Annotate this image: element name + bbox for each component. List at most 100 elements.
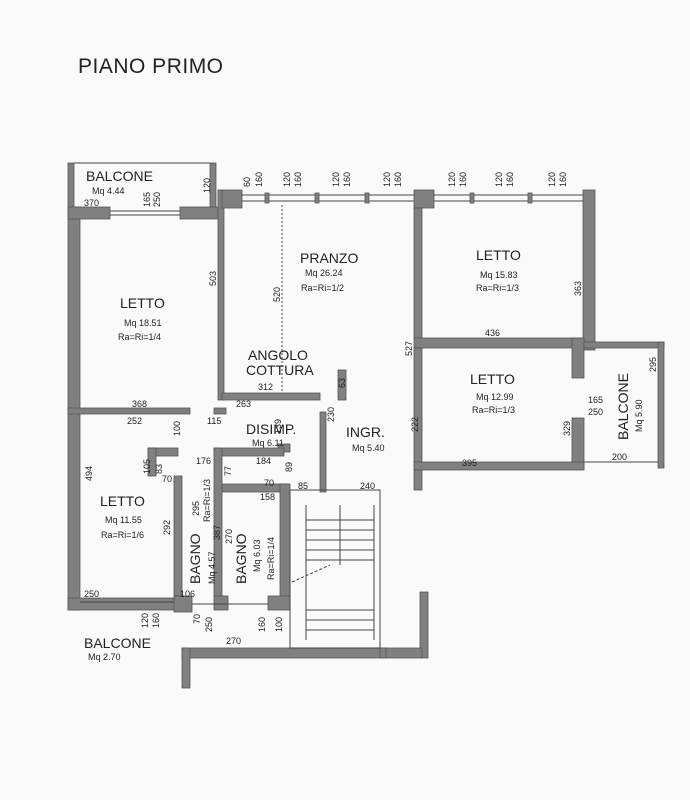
letto-1-name: LETTO	[120, 295, 165, 311]
dim-263: 263	[236, 399, 251, 409]
dim-527: 527	[404, 341, 414, 356]
wall-letto2-letto3	[413, 337, 585, 349]
dim-120c: 120	[331, 172, 341, 187]
dim-240: 240	[360, 481, 375, 491]
bagno-2-area: Mq 6.03	[252, 539, 262, 572]
dim-370: 370	[84, 198, 99, 208]
dim-292: 292	[162, 520, 172, 535]
dim-230: 230	[326, 407, 336, 422]
letto-2-ratio: Ra=Ri=1/3	[476, 283, 519, 293]
dim-250c: 250	[84, 589, 99, 599]
dim-368: 368	[132, 399, 147, 409]
dim-395: 395	[462, 458, 477, 468]
wall-top-4	[413, 189, 435, 209]
letto-4-area: Mq 11.55	[105, 515, 142, 525]
wall-letto3-right-top	[571, 337, 585, 379]
wall-right-bottom	[419, 591, 429, 659]
dim-363: 363	[573, 281, 583, 296]
dim-158: 158	[260, 492, 275, 502]
dim-520: 520	[272, 287, 282, 302]
wall-right-letto2	[582, 189, 596, 351]
letto-4-ratio: Ra=Ri=1/6	[101, 530, 144, 540]
dim-115: 115	[207, 416, 221, 426]
wall-right-lower	[413, 469, 423, 491]
dim-160h: 160	[151, 613, 161, 628]
pranzo-ratio: Ra=Ri=1/2	[301, 283, 344, 293]
bagno-2-name: BAGNO	[233, 533, 249, 584]
dim-70a: 70	[264, 478, 274, 488]
dim-436: 436	[485, 328, 500, 338]
dim-160f: 160	[505, 172, 515, 187]
wall-letto1-letto4	[67, 407, 191, 415]
bagno-2-ratio: Ra=Ri=1/4	[266, 537, 276, 580]
dim-160c: 160	[342, 172, 352, 187]
letto-3-name: LETTO	[470, 371, 515, 387]
mullion-3	[364, 192, 370, 204]
wall-bagno-left-1	[147, 447, 157, 477]
balcone-sw-area: Mq 2.70	[88, 652, 121, 662]
balcone-e-name: BALCONE	[615, 373, 631, 440]
dim-120f: 120	[494, 172, 504, 187]
dim-295: 295	[648, 357, 658, 372]
dim-250a: 250	[152, 192, 162, 207]
wall-letto3-right-bottom	[571, 417, 585, 469]
dim-503: 503	[208, 271, 218, 286]
wall-top-1	[67, 206, 111, 220]
dim-89: 89	[284, 462, 294, 472]
mullion-2	[314, 192, 320, 204]
letto-3-ratio: Ra=Ri=1/3	[472, 405, 515, 415]
dim-160a: 160	[254, 172, 264, 187]
wall-cucina-bottom	[221, 392, 321, 401]
dim-106: 106	[180, 589, 195, 599]
dimension-labels: 370 165 250 120 60 160 120 160 120 160 1…	[84, 172, 658, 646]
dim-329: 329	[562, 421, 572, 436]
dim-184: 184	[256, 456, 271, 466]
wall-balcony-e-right	[657, 341, 665, 469]
mullion-5	[527, 192, 533, 204]
dim-120g: 120	[547, 172, 557, 187]
disimp-area: Mq 6.11	[252, 438, 284, 448]
dim-77: 77	[223, 466, 233, 476]
wall-bottom-col-3	[267, 595, 291, 611]
dim-83: 83	[154, 464, 164, 474]
bagno-1-area: Mq 4.57	[207, 551, 217, 584]
dim-160i: 160	[257, 617, 267, 632]
disimp-name: DISIMP.	[246, 421, 296, 437]
dim-165a: 165	[142, 192, 152, 207]
ingr-area: Mq 5.40	[352, 443, 385, 453]
letto-1-area: Mq 18.51	[124, 318, 162, 328]
plan-title: PIANO PRIMO	[78, 55, 224, 78]
dim-252: 252	[127, 416, 142, 426]
wall-pranzo-letto2	[413, 207, 423, 339]
dim-494: 494	[84, 466, 94, 481]
wall-disimp-bottom	[213, 447, 285, 457]
wall-cucina-right	[337, 369, 347, 401]
dim-270b: 270	[226, 636, 241, 646]
wall-balcony-e-top	[583, 341, 665, 349]
letto-1-ratio: Ra=Ri=1/4	[118, 332, 161, 342]
wall-stair-bottom	[379, 647, 387, 659]
wall-letto4-bagno1	[173, 475, 183, 597]
ingr-name: INGR.	[346, 424, 385, 440]
dim-70c: 70	[192, 614, 202, 624]
dim-120b: 120	[282, 172, 292, 187]
wall-balcony-sw-left	[181, 647, 191, 689]
stairwell	[289, 489, 381, 649]
dim-120h: 120	[140, 613, 150, 628]
dim-160e: 160	[458, 172, 468, 187]
wall-letto3-left	[413, 347, 423, 469]
balcone-e-area: Mq 5.90	[634, 399, 644, 432]
dim-120a: 120	[202, 178, 212, 193]
mullion-1	[264, 192, 270, 204]
wall-letto1-letto4-b	[213, 407, 227, 415]
dim-85: 85	[298, 481, 308, 491]
letto-2-area: Mq 15.83	[480, 270, 518, 280]
pranzo-name: PRANZO	[300, 250, 358, 266]
wall-letto3-bottom	[413, 461, 585, 471]
bagno-1-name: BAGNO	[187, 533, 203, 584]
dim-222: 222	[410, 417, 420, 432]
angolo-name-1: ANGOLO	[248, 347, 308, 363]
dim-387: 387	[212, 525, 222, 540]
dim-139: 139	[273, 419, 283, 434]
